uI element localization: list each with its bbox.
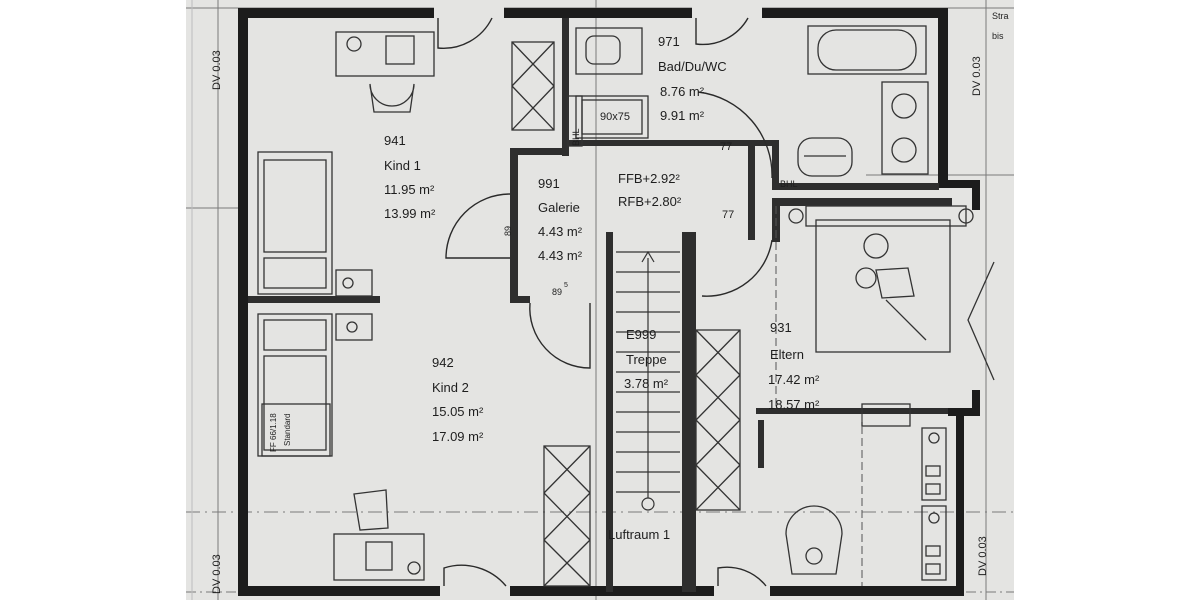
kind2-name: Kind 2 <box>432 380 469 395</box>
galerie-number: 991 <box>538 176 560 191</box>
eltern-number: 931 <box>770 320 792 335</box>
level-rfb: RFB+2.80² <box>618 194 682 209</box>
bad-number: 971 <box>658 34 680 49</box>
bhl-label-right: BHL <box>780 179 798 189</box>
door-width-lower: 77 <box>722 209 735 221</box>
wardrobe-note-1: FF 66/1.18 <box>269 413 278 452</box>
stairs <box>616 250 680 511</box>
door-width-upper: 77 <box>720 141 733 153</box>
treppe-number: E999 <box>626 327 657 342</box>
galerie-name: Galerie <box>538 200 580 215</box>
dv-label-left-bottom: DV 0.03 <box>211 554 223 594</box>
dv-label-right-bottom: DV 0.03 <box>977 536 989 576</box>
note-bis: bis <box>992 31 1004 41</box>
note-stra: Stra <box>992 11 1009 21</box>
door-swings <box>437 17 773 587</box>
bhl-label-left: BHL <box>571 128 581 146</box>
galerie-area2: 4.43 m² <box>538 248 583 263</box>
kind1-name: Kind 1 <box>384 158 421 173</box>
dv-label-right-top: DV 0.03 <box>971 56 983 96</box>
window-gaps <box>434 7 981 597</box>
kind1-area1: 11.95 m² <box>384 182 435 197</box>
treppe-area1: 3.78 m² <box>624 376 669 391</box>
bad-area1: 8.76 m² <box>660 84 705 99</box>
dv-label-left-top: DV 0.03 <box>211 50 223 90</box>
luftraum-label: Luftraum 1 <box>608 527 671 542</box>
inner-walls <box>248 18 952 592</box>
bad-area2: 9.91 m² <box>660 108 705 123</box>
hidden-lines <box>775 206 863 586</box>
bad-name: Bad/Du/WC <box>658 59 727 74</box>
galerie-area1: 4.43 m² <box>538 224 583 239</box>
level-ffb: FFB+2.92² <box>618 171 680 186</box>
kind2-number: 942 <box>432 355 454 370</box>
floor-plan-drawing <box>186 0 1014 600</box>
eltern-area1: 17.42 m² <box>768 372 820 387</box>
door-width-galerie: 89 <box>503 225 513 236</box>
door-width-superscript: 5 <box>564 282 568 289</box>
kind1-area2: 13.99 m² <box>384 206 436 221</box>
floor-plan-photo: 941 Kind 1 11.95 m² 13.99 m² 942 Kind 2 … <box>186 0 1014 600</box>
wardrobes <box>511 41 741 587</box>
treppe-name: Treppe <box>626 352 667 367</box>
shower-size-label: 90x75 <box>600 111 630 123</box>
eltern-name: Eltern <box>770 347 804 362</box>
door-width-kind2: 89 <box>552 287 563 297</box>
kind2-area2: 17.09 m² <box>432 429 484 444</box>
wardrobe-note-2: Standard <box>283 413 292 446</box>
kind1-number: 941 <box>384 133 406 148</box>
kind2-area1: 15.05 m² <box>432 404 484 419</box>
eltern-area2: 18.57 m² <box>768 397 820 412</box>
